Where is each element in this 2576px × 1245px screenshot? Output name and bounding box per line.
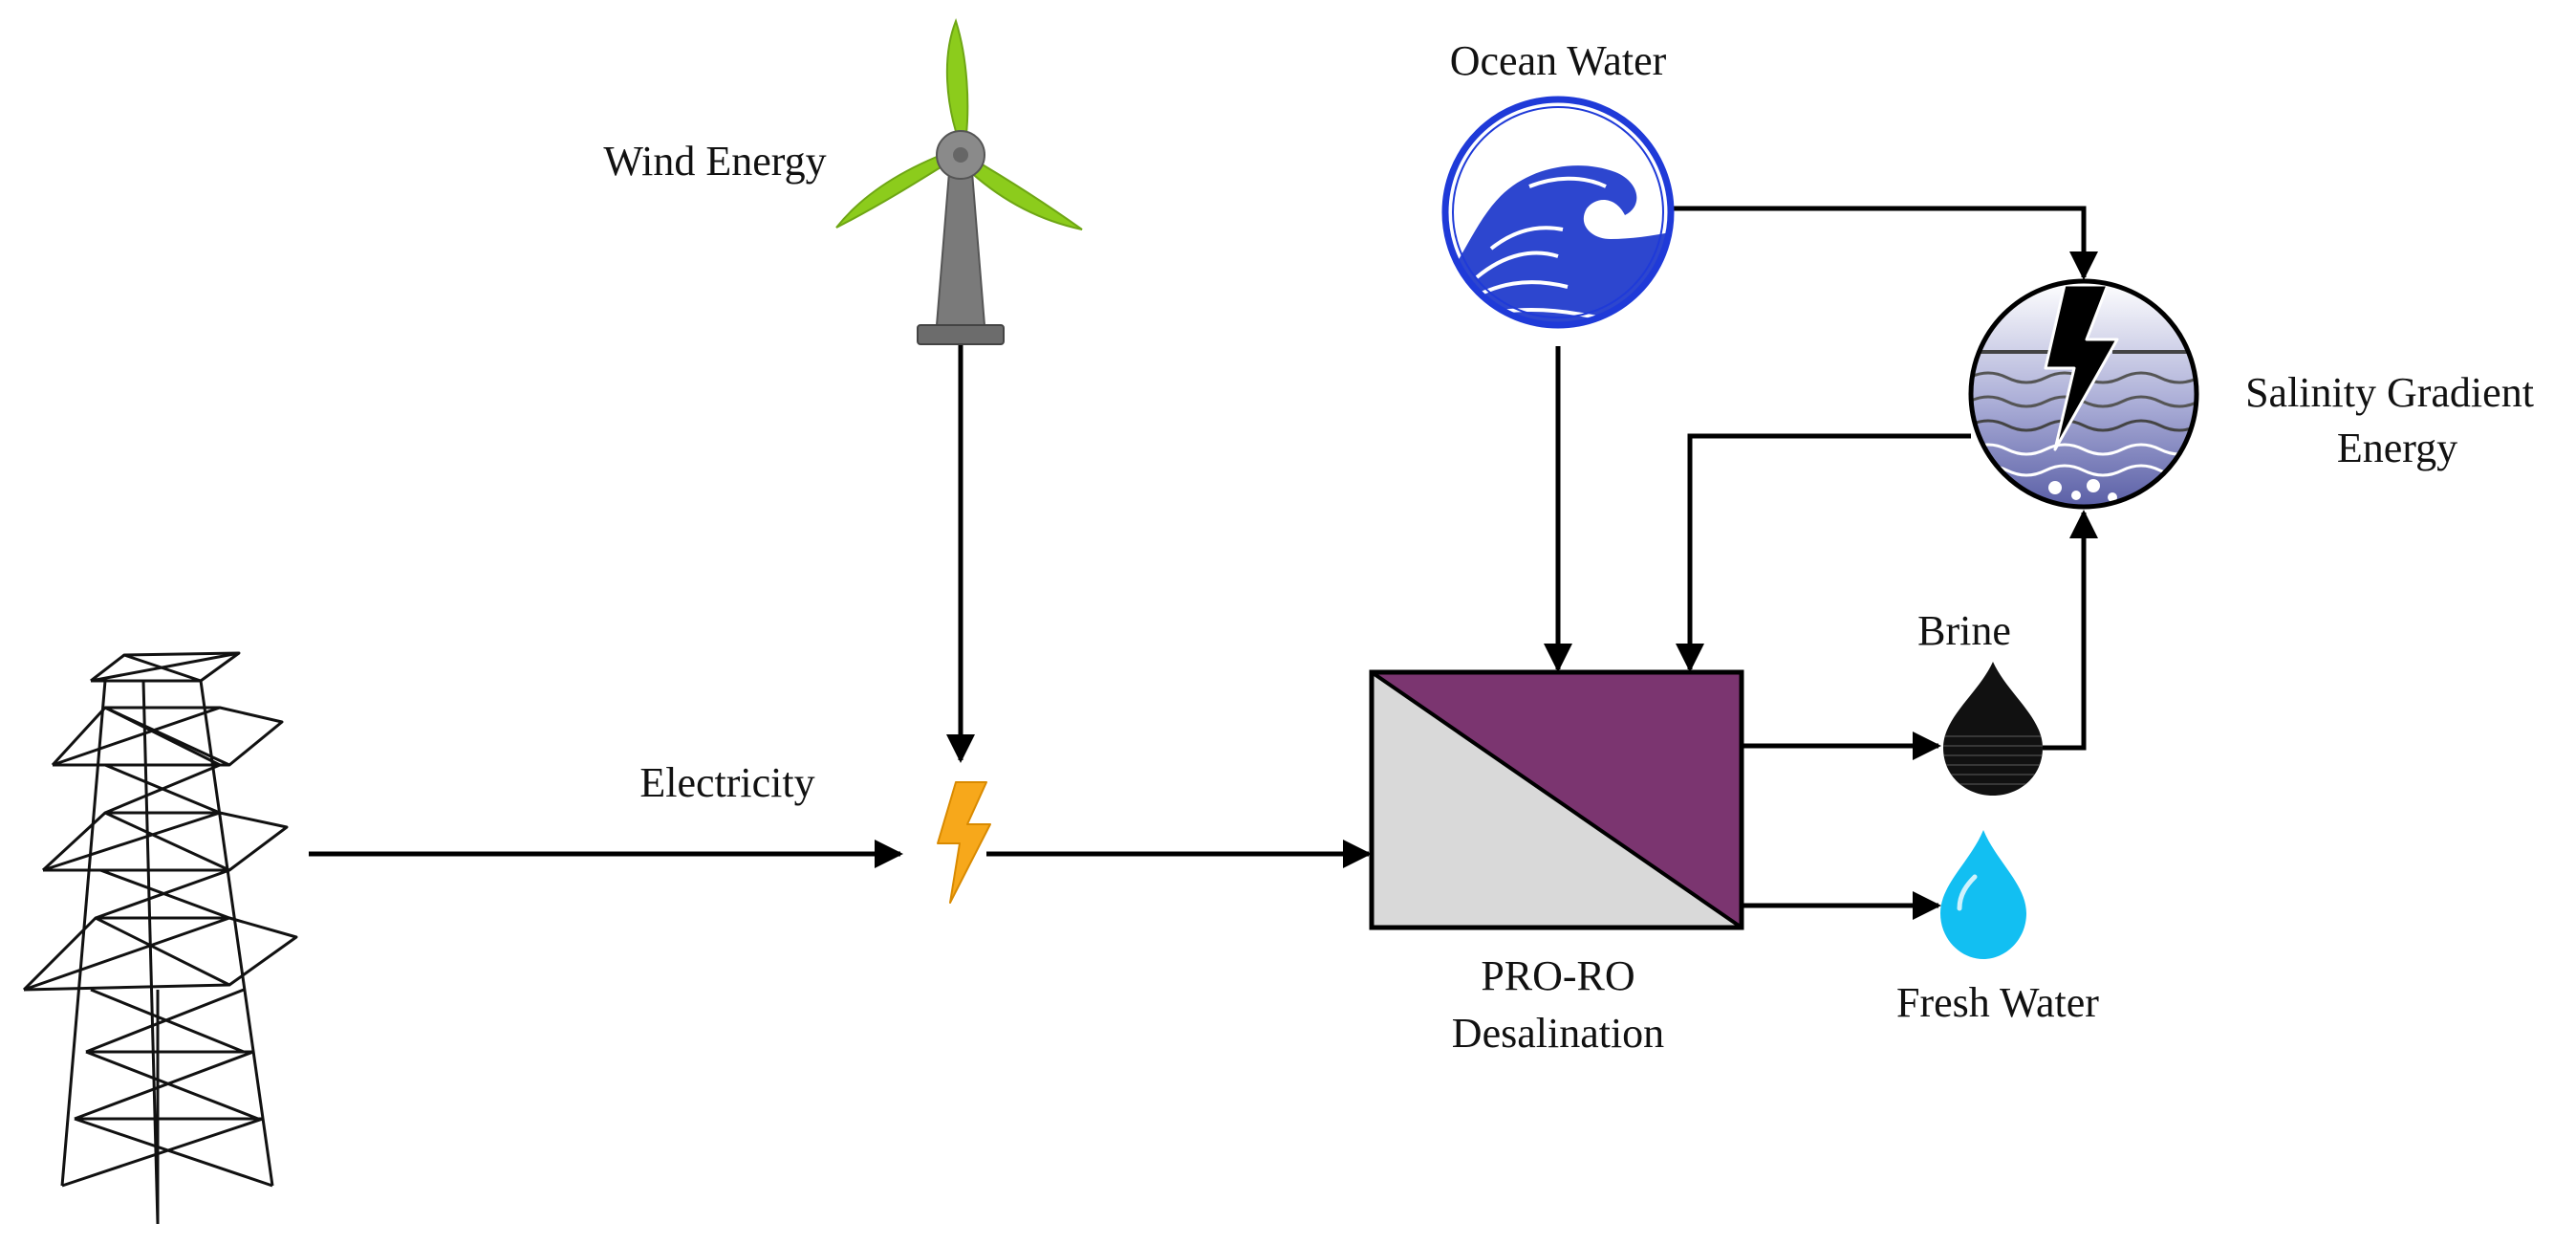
salinity-gradient-icon <box>1968 278 2199 510</box>
ocean-water-label: Ocean Water <box>1450 37 1667 84</box>
wind-turbine-icon <box>835 18 1083 345</box>
wind-energy-label: Wind Energy <box>603 138 826 185</box>
salinity-gradient-label-line1: Salinity Gradient <box>2245 369 2534 416</box>
transmission-tower-icon <box>22 651 298 1225</box>
pro-ro-label: PRO-RO <box>1481 952 1634 999</box>
salinity-gradient-label-line2: Energy <box>2337 425 2457 471</box>
fresh-water-drop-icon <box>1940 830 2026 959</box>
brine-label: Brine <box>1917 607 2011 654</box>
ocean-wave-icon <box>1441 96 1675 329</box>
arrow-brine-to-salinity <box>2043 510 2098 751</box>
brine-drop-icon <box>1943 662 2043 796</box>
desalination-label: Desalination <box>1452 1010 1664 1057</box>
pro-ro-membrane-icon <box>1369 669 1744 930</box>
connectors <box>309 206 2098 920</box>
arrow-salinity-to-desalination <box>1676 433 1971 672</box>
arrow-ocean-to-salinity <box>1671 206 2098 280</box>
electricity-label: Electricity <box>639 759 814 806</box>
fresh-water-label: Fresh Water <box>1896 979 2099 1026</box>
lightning-icon <box>937 781 991 904</box>
